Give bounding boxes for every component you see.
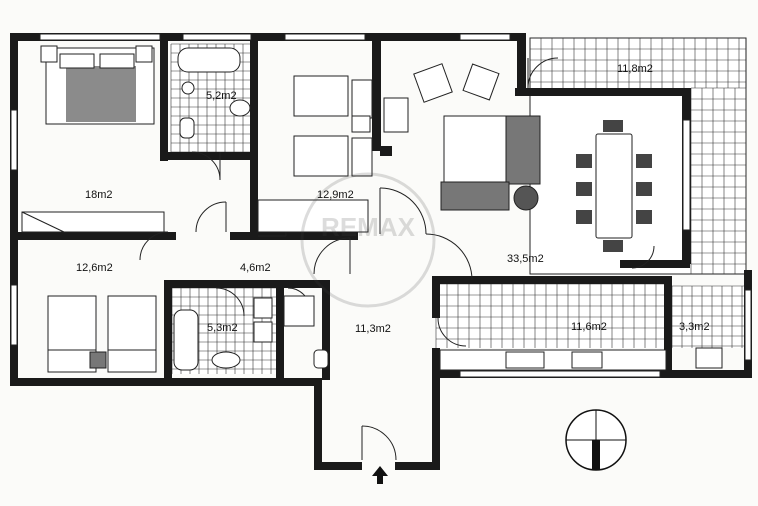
room-area-living-dining: 33,5m2 <box>507 253 544 265</box>
room-area-hall: 4,6m2 <box>240 262 271 274</box>
entrance-arrow-icon <box>372 466 388 484</box>
room-area-bedroom-3: 12,6m2 <box>76 262 113 274</box>
room-area-entrance: 11,3m2 <box>355 323 391 335</box>
kitchen-tiles <box>435 282 666 348</box>
room-area-bathroom-2: 5,3m2 <box>207 322 238 334</box>
laundry-tiles <box>670 285 746 348</box>
svg-text:REMAX: REMAX <box>321 212 416 242</box>
furniture <box>21 45 723 373</box>
compass-icon <box>565 409 627 471</box>
windows <box>10 33 752 378</box>
room-labels: 18m2 5,2m2 12,9m2 11,8m2 12,6m2 4,6m2 33… <box>76 63 710 335</box>
room-area-bedroom-2: 12,9m2 <box>317 189 354 201</box>
room-area-bedroom-master: 18m2 <box>85 189 113 201</box>
room-area-terrace: 11,8m2 <box>617 63 653 75</box>
room-area-laundry: 3,3m2 <box>679 321 710 333</box>
room-area-bathroom-1: 5,2m2 <box>206 90 237 102</box>
room-area-kitchen: 11,6m2 <box>571 321 607 333</box>
remax-watermark: REMAX <box>300 172 436 308</box>
